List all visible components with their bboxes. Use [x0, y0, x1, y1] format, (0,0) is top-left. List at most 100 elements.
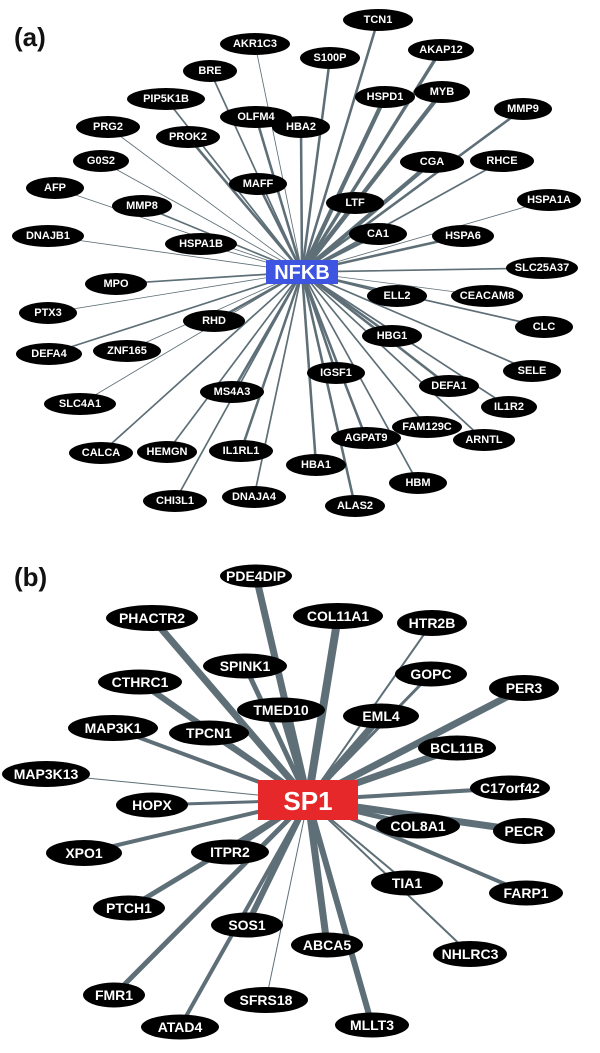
node-sele: SELE [503, 360, 561, 382]
node-ptch1: PTCH1 [93, 895, 165, 921]
node-akr1c3: AKR1C3 [220, 33, 290, 55]
node-label: MPO [103, 278, 129, 290]
node-itpr2: ITPR2 [191, 839, 269, 865]
node-ellipse [506, 257, 578, 279]
node-label: FMR1 [95, 987, 133, 1003]
node-ellipse [286, 454, 346, 476]
node-chi3l1: CHI3L1 [143, 490, 207, 512]
node-label: S100P [313, 52, 346, 64]
node-g0s2: G0S2 [73, 150, 129, 172]
edge-fmr1 [111, 797, 311, 998]
node-ellipse [349, 223, 407, 245]
edge-slc25a37 [301, 267, 543, 273]
node-ellipse [414, 81, 470, 103]
node-ellipse [16, 343, 82, 365]
node-label: AGPAT9 [345, 432, 388, 444]
edge-dnaja4 [253, 271, 303, 498]
node-label: TPCN1 [186, 725, 232, 741]
node-ellipse [211, 912, 283, 938]
node-ellipse [489, 675, 559, 701]
node-nhlrc3: NHLRC3 [433, 941, 507, 967]
node-pecr: PECR [493, 818, 555, 844]
panel-b-label: (b) [14, 562, 47, 592]
node-bcl11b: BCL11B [418, 735, 496, 761]
node-il1r2: IL1R2 [481, 396, 537, 418]
node-mpo: MPO [85, 273, 147, 295]
node-ellipse [453, 429, 515, 451]
node-label: CA1 [367, 228, 389, 240]
node-label: MAP3K13 [14, 766, 79, 782]
node-map3k13: MAP3K13 [2, 761, 90, 787]
node-ellipse [293, 603, 383, 629]
node-ellipse [44, 393, 116, 415]
node-label: CEACAM8 [460, 290, 514, 302]
node-hopx: HOPX [116, 792, 188, 818]
node-label: ATAD4 [158, 1019, 203, 1035]
node-ellipse [494, 98, 552, 120]
node-slc4a1: SLC4A1 [44, 393, 116, 415]
node-label: AKR1C3 [233, 38, 277, 50]
node-label: HSPD1 [367, 91, 404, 103]
node-ellipse [85, 273, 147, 295]
edge-sfrs18 [265, 799, 309, 1001]
edge-fam129c [301, 271, 428, 428]
node-ellipse [46, 840, 122, 866]
node-label: OLFM4 [237, 111, 275, 123]
node-akap12: AKAP12 [408, 39, 474, 61]
edge-afp [54, 187, 303, 273]
node-label: HSPA6 [445, 230, 481, 242]
node-defa4: DEFA4 [16, 343, 82, 365]
edge-defa4 [48, 271, 303, 355]
node-abca5: ABCA5 [291, 932, 363, 958]
node-ellipse [503, 360, 561, 382]
node-ellipse [93, 895, 165, 921]
hub-label: SP1 [283, 786, 332, 816]
node-map3k1: MAP3K1 [68, 715, 158, 741]
node-ellipse [220, 564, 292, 588]
node-ellipse [433, 941, 507, 967]
node-label: SLC25A37 [515, 262, 569, 274]
node-htr2b: HTR2B [397, 610, 467, 636]
node-ellipse [69, 442, 133, 464]
edge-hspd1 [299, 94, 388, 275]
node-ellipse [331, 427, 401, 449]
node-ellipse [493, 818, 555, 844]
node-hbm: HBM [389, 472, 447, 494]
node-ellipse [325, 495, 385, 517]
node-label: SOS1 [228, 917, 266, 933]
node-hba1: HBA1 [286, 454, 346, 476]
node-label: PROK2 [169, 131, 207, 143]
node-eml4: EML4 [343, 703, 419, 729]
node-ms4a3: MS4A3 [200, 381, 264, 403]
node-ellipse [300, 47, 360, 69]
node-label: HBA2 [286, 121, 316, 133]
node-ellipse [367, 285, 427, 307]
node-tcn1: TCN1 [343, 9, 413, 31]
node-col11a1: COL11A1 [293, 603, 383, 629]
node-label: PRG2 [93, 121, 123, 133]
node-label: TMED10 [253, 702, 308, 718]
node-label: SPINK1 [220, 658, 271, 674]
node-label: CHI3L1 [156, 495, 194, 507]
node-ellipse [116, 792, 188, 818]
node-ellipse [127, 88, 205, 110]
node-per3: PER3 [489, 675, 559, 701]
node-ellipse [326, 192, 384, 214]
node-label: PTX3 [34, 307, 62, 319]
node-slc25a37: SLC25A37 [506, 257, 578, 279]
panel-b-hub: SP1 [258, 780, 358, 820]
node-ellipse [141, 1014, 219, 1040]
node-label: DEFA1 [431, 380, 466, 392]
node-ellipse [106, 605, 198, 631]
node-label: AFP [44, 182, 66, 194]
node-label: RHD [202, 315, 226, 327]
node-spink1: SPINK1 [203, 653, 287, 679]
node-ellipse [183, 60, 237, 82]
node-label: FARP1 [503, 885, 548, 901]
edge-prok2 [186, 135, 304, 274]
edge-hba2 [299, 125, 304, 274]
node-ceacam8: CEACAM8 [451, 285, 523, 307]
edge-dnajb1 [47, 235, 303, 273]
node-ellipse [156, 126, 220, 148]
